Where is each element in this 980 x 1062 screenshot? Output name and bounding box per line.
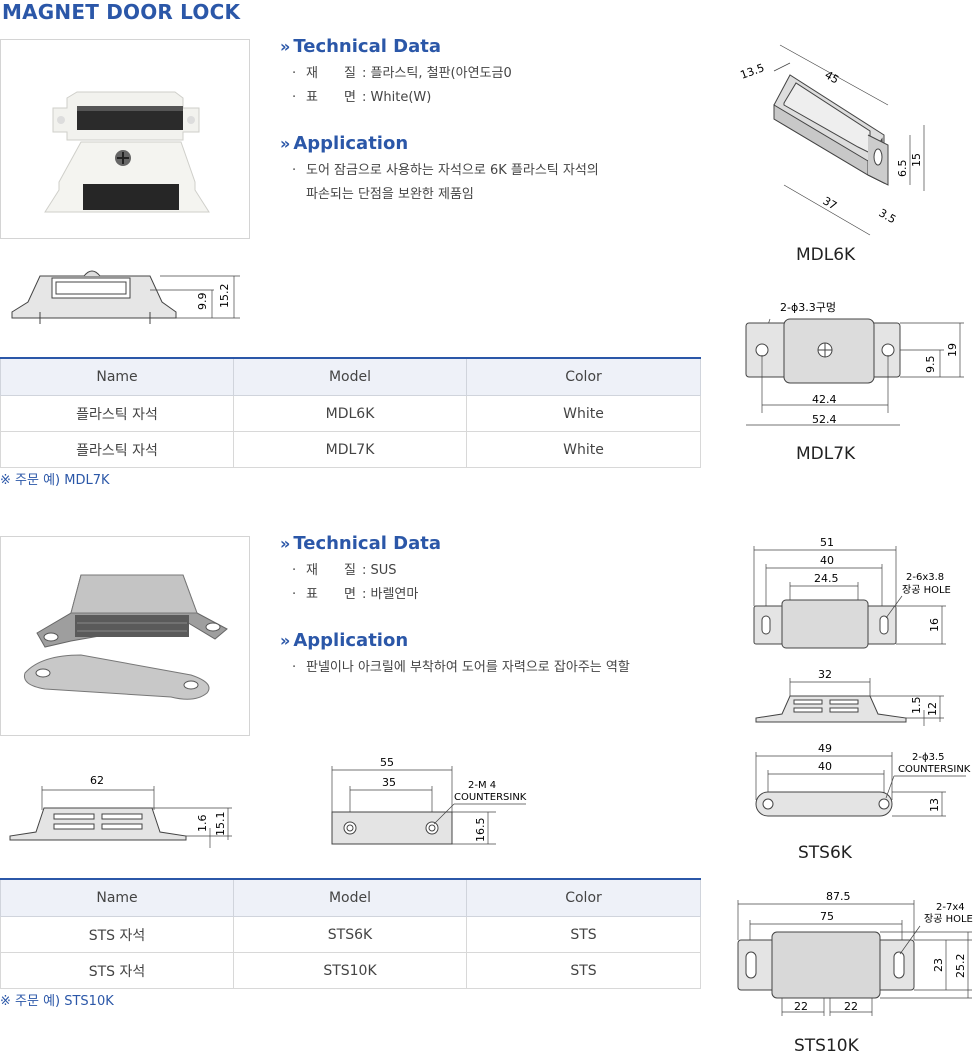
dim-label: 3.5 (877, 206, 899, 226)
page-title: MAGNET DOOR LOCK (2, 0, 241, 24)
dim-label: 32 (818, 668, 832, 681)
table-header-row: Name Model Color (0, 357, 701, 396)
sts-plate-drawing: 55 35 2-M 4 COUNTERSINK 16.5 (331, 756, 527, 845)
countersink-label: 2-ϕ3.5 (912, 752, 944, 763)
table-row: 플라스틱 자석 MDL7K White (0, 431, 701, 468)
dim-label: 15 (910, 153, 923, 167)
mdl6k-label: MDL6K (796, 245, 856, 265)
column-header-name: Name (0, 357, 234, 396)
dim-label: 19 (946, 343, 959, 357)
hole-label: 장공 HOLE (924, 913, 973, 925)
tech-data-list-1: ·재 질: 플라스틱, 철판(아연도금0 ·표 면: White(W) (292, 62, 512, 110)
mdl-product-photo (0, 39, 250, 239)
countersink-label: 2-M 4 (468, 780, 496, 791)
dim-label: 6.5 (896, 160, 909, 178)
column-header-model: Model (233, 357, 467, 396)
tech-data-list-2: ·재 질: SUS ·표 면: 바렐연마 (292, 559, 418, 607)
table-row: STS 자석 STS6K STS (0, 916, 701, 953)
dim-label: 9.5 (924, 356, 937, 374)
sts10k-label: STS10K (794, 1036, 859, 1056)
chevron-right-icon: » (280, 631, 291, 650)
dim-label: 37 (821, 194, 840, 212)
spec-item: ·재 질: 플라스틱, 철판(아연도금0 (292, 66, 512, 81)
column-header-name: Name (0, 878, 234, 917)
dim-label: 22 (794, 1000, 808, 1013)
dim-label: 35 (382, 776, 396, 789)
sts-product-photo (0, 536, 250, 736)
dim-label: 1.5 (910, 697, 923, 715)
dim-label: 40 (818, 760, 832, 773)
dim-label: 49 (818, 742, 832, 755)
dim-label: 25.2 (954, 954, 967, 979)
order-example-note-1: ※ 주문 예) MDL7K (0, 473, 110, 488)
dim-label: 24.5 (814, 572, 839, 585)
application-heading-2: »Application (280, 630, 409, 651)
dim-label: 1.6 (196, 815, 209, 833)
hole-label: 2-6x3.8 (906, 572, 944, 583)
sts10k-drawing: 87.5 75 2-7x4 장공 HOLE 23 25.2 22 22 (737, 890, 973, 1016)
dim-label: 15.2 (218, 284, 231, 309)
mdl7k-drawing: 2-ϕ3.3구멍 42.4 52.4 9.5 19 (745, 301, 964, 426)
spec-item: ·표 면: White(W) (292, 90, 432, 105)
dim-label: 75 (820, 910, 834, 923)
column-header-color: Color (466, 357, 701, 396)
dim-label: 15.1 (214, 812, 227, 837)
chevron-right-icon: » (280, 37, 291, 56)
tech-data-heading-1: »Technical Data (280, 36, 441, 57)
hole-label: 2-7x4 (936, 902, 965, 913)
sts6k-drawing: 51 40 24.5 2-6x3.8 장공 HOLE 16 32 1.5 12 … (753, 536, 971, 817)
mdl-front-drawing: 9.9 15.2 (11, 270, 240, 324)
mdl-model-table: Name Model Color 플라스틱 자석 MDL6K White 플라스… (0, 357, 701, 468)
spec-item: ·표 면: 바렐연마 (292, 587, 419, 602)
dim-label: 52.4 (812, 413, 837, 426)
order-example-note-2: ※ 주문 예) STS10K (0, 994, 114, 1009)
hole-label: 장공 HOLE (902, 584, 951, 596)
mdl6k-drawing: 45 13.5 37 3.5 6.5 15 (739, 44, 925, 236)
dim-label: 16.5 (474, 818, 487, 843)
dim-label: 45 (823, 68, 842, 86)
dim-label: 51 (820, 536, 834, 549)
dim-label: 13.5 (739, 61, 766, 82)
countersink-label: COUNTERSINK (454, 792, 527, 803)
sts-side-drawing: 62 1.6 15.1 (9, 774, 232, 848)
tech-data-heading-2: »Technical Data (280, 533, 441, 554)
dim-label: 55 (380, 756, 394, 769)
table-header-row: Name Model Color (0, 878, 701, 917)
application-text-2: ·판넬이나 아크릴에 부착하여 도어를 자력으로 잡아주는 역할 (292, 660, 630, 675)
countersink-label: COUNTERSINK (898, 764, 971, 775)
dim-label: 42.4 (812, 393, 837, 406)
dim-label: 62 (90, 774, 104, 787)
dim-label: 9.9 (196, 293, 209, 311)
column-header-color: Color (466, 878, 701, 917)
mdl-magnet-illustration (44, 91, 210, 213)
chevron-right-icon: » (280, 534, 291, 553)
column-header-model: Model (233, 878, 467, 917)
sts-magnet-illustration (23, 574, 228, 700)
dim-label: 16 (928, 618, 941, 632)
hole-label: 2-ϕ3.3구멍 (780, 301, 836, 314)
dim-label: 13 (928, 798, 941, 812)
table-row: STS 자석 STS10K STS (0, 952, 701, 989)
sts6k-label: STS6K (798, 843, 852, 863)
spec-item: ·재 질: SUS (292, 563, 397, 578)
dim-label: 87.5 (826, 890, 851, 903)
dim-label: 12 (926, 702, 939, 716)
application-heading-1: »Application (280, 133, 409, 154)
sts-model-table: Name Model Color STS 자석 STS6K STS STS 자석… (0, 878, 701, 989)
table-row: 플라스틱 자석 MDL6K White (0, 395, 701, 432)
dim-label: 40 (820, 554, 834, 567)
mdl7k-label: MDL7K (796, 444, 856, 464)
dim-label: 22 (844, 1000, 858, 1013)
dim-label: 23 (932, 958, 945, 972)
application-text-1: ·도어 잠금으로 사용하는 자석으로 6K 플라스틱 자석의 파손되는 단점을 … (292, 163, 599, 202)
chevron-right-icon: » (280, 134, 291, 153)
